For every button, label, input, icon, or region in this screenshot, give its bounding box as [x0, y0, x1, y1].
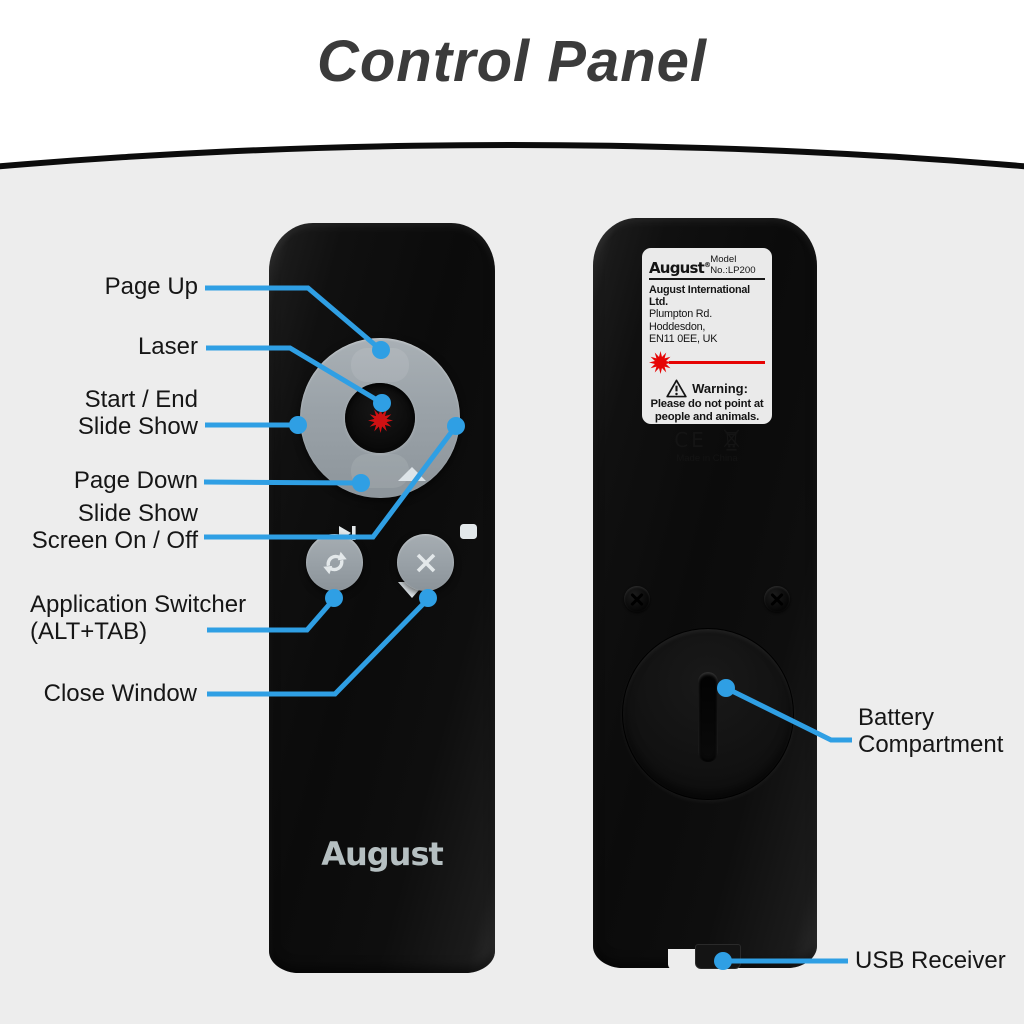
laser-button — [345, 383, 415, 453]
company-name: August International Ltd. — [649, 284, 750, 308]
coin-slot — [698, 672, 718, 762]
ce-mark: CE — [674, 427, 707, 452]
warning-title: Warning: — [692, 380, 748, 396]
callout-label-battery: Battery Compartment — [858, 704, 1004, 758]
weee-bin-icon — [723, 428, 739, 451]
warning-text: people and animals. — [654, 411, 760, 423]
presenter-front-view: August — [269, 223, 495, 973]
page-up-arrow-icon — [398, 467, 426, 481]
sticker-brand-logo: August® — [649, 259, 711, 277]
warning-text: Please do not point at — [650, 397, 764, 410]
certification-marks: CE — [649, 428, 765, 452]
usb-receiver-dongle — [695, 944, 741, 969]
laser-star-icon — [367, 407, 393, 433]
callout-label-laser: Laser — [137, 333, 198, 360]
dpad-top-cap — [351, 348, 409, 382]
presenter-back-view: August® Model No.:LP200 August Internati… — [593, 218, 817, 970]
screw-icon — [764, 586, 790, 612]
callout-label-page-down: Page Down — [73, 467, 198, 494]
brand-logo: August — [321, 835, 444, 873]
close-window-button — [397, 534, 454, 591]
dpad-ring — [300, 338, 477, 598]
model-number: Model No.:LP200 — [710, 254, 756, 276]
callout-label-app-switcher: Application Switcher (ALT+TAB) — [30, 591, 247, 645]
callout-label-screen-onoff: Slide Show Screen On / Off — [31, 500, 198, 554]
laser-beam-line — [669, 361, 765, 364]
registered-mark: ® — [704, 261, 711, 269]
sync-arrows-icon — [322, 551, 347, 574]
page-title: Control Panel — [316, 29, 708, 94]
x-icon — [416, 553, 435, 572]
callout-label-usb: USB Receiver — [855, 947, 1006, 974]
address-line: Plumpton Rd. Hoddesdon, — [649, 308, 713, 333]
stage-backdrop — [0, 142, 1024, 1024]
address-line: EN11 0EE, UK — [649, 333, 718, 345]
battery-compartment-door — [622, 628, 794, 800]
callout-label-close-window: Close Window — [43, 680, 197, 707]
label-header: August® Model No.:LP200 — [649, 254, 765, 280]
screen-on-off-square-icon — [460, 524, 477, 539]
callout-label-start-end: Start / End Slide Show — [77, 386, 198, 440]
warning-triangle-icon — [666, 379, 687, 397]
screw-icon — [624, 586, 650, 612]
callout-label-page-up: Page Up — [104, 273, 198, 300]
warning-row: Warning: — [649, 379, 765, 398]
made-in-text: Made in China — [676, 452, 738, 464]
laser-beam-graphic — [649, 351, 765, 374]
product-label: August® Model No.:LP200 August Internati… — [642, 248, 772, 464]
application-switcher-button — [306, 534, 363, 591]
